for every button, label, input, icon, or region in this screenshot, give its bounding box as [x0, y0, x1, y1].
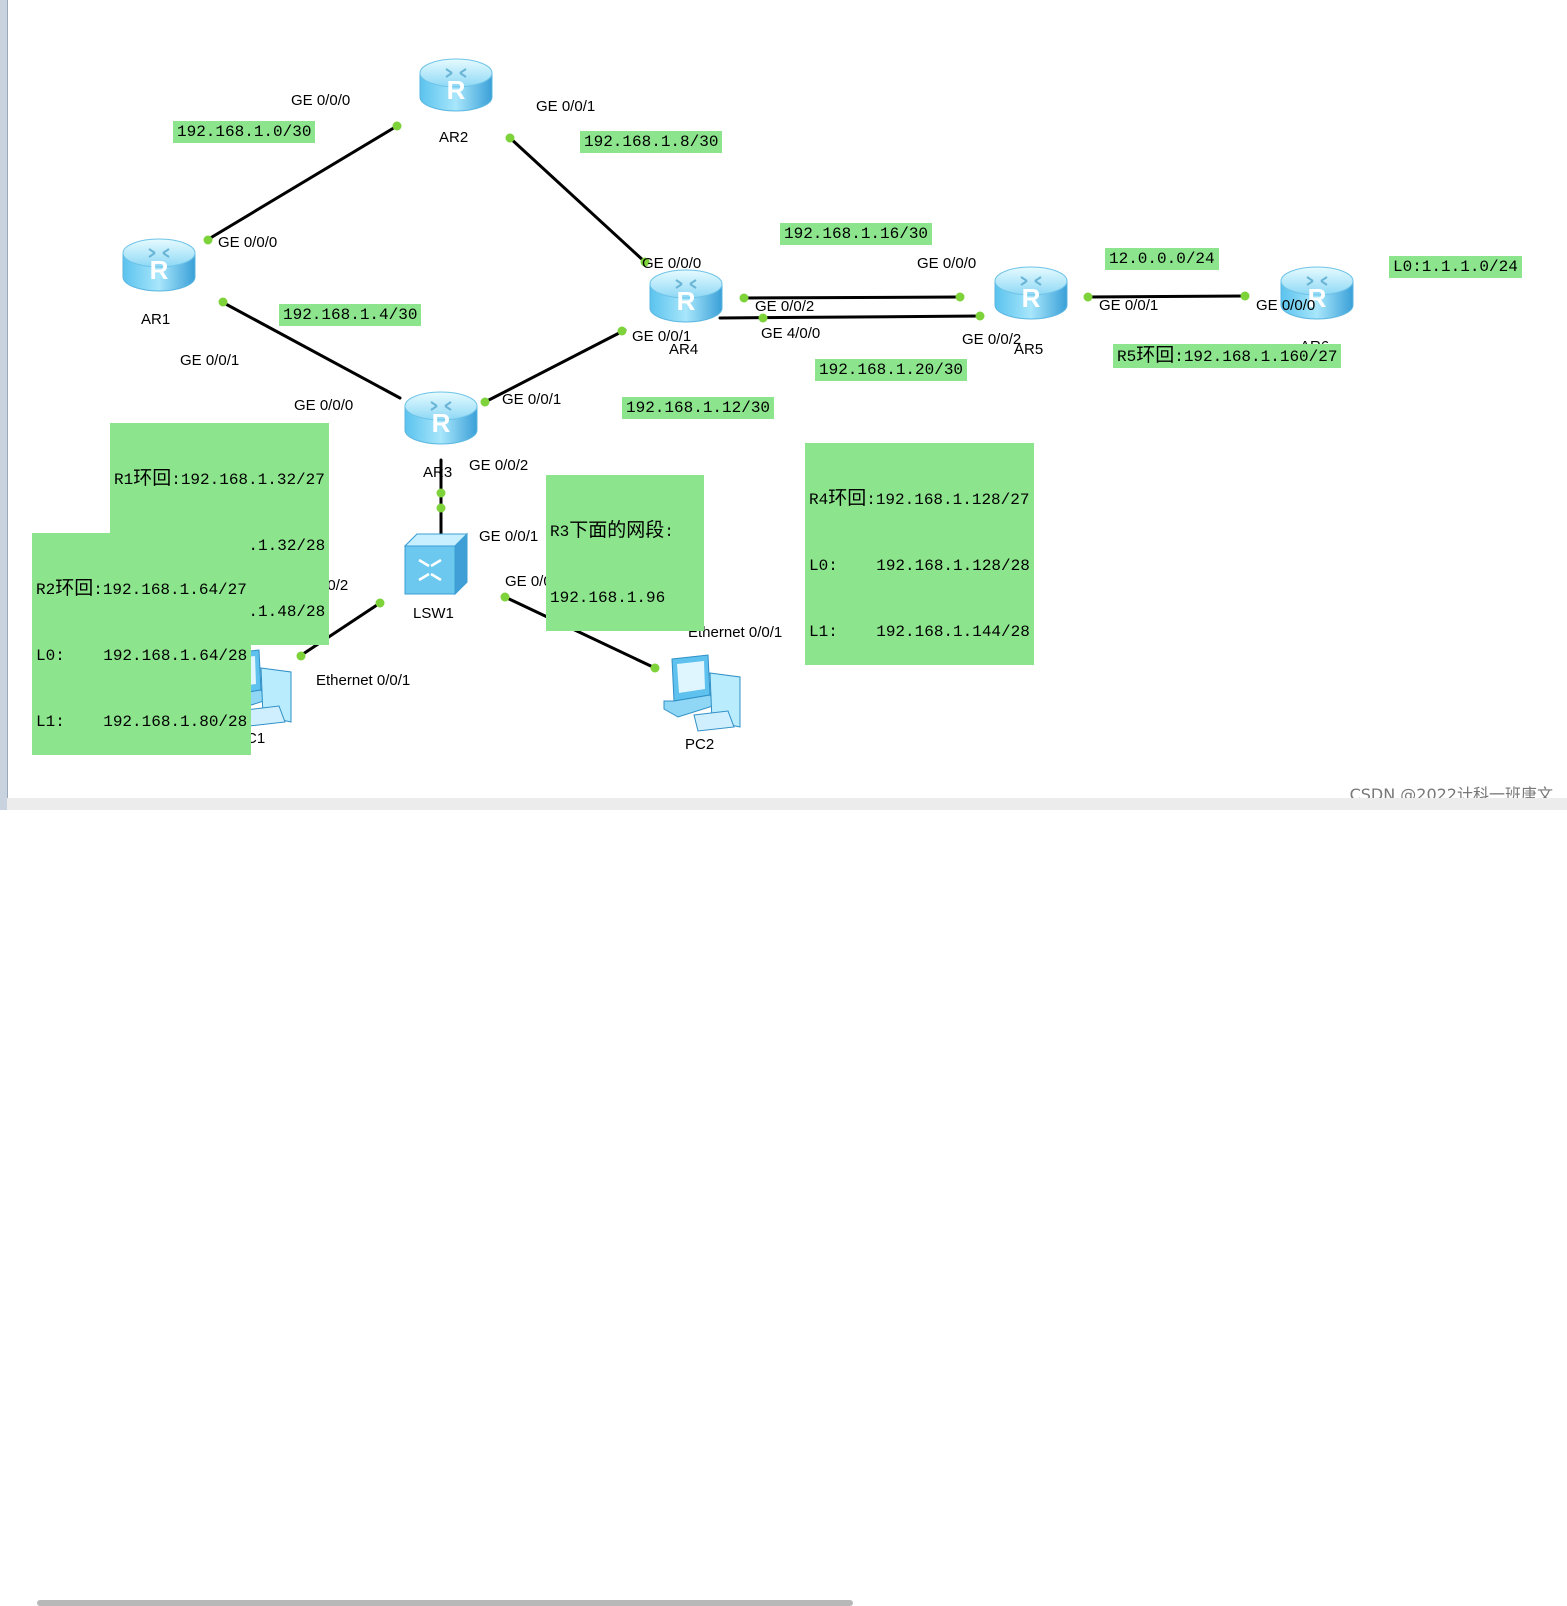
device-label-ar1: AR1	[141, 311, 171, 328]
port-label: GE 0/0/0	[294, 397, 354, 414]
subnet-label-ar5-ar6: 12.0.0.0/24	[1105, 248, 1219, 270]
r4-loopback-block: R4环回:192.168.1.128/27 L0: 192.168.1.128/…	[805, 443, 1034, 665]
port-label: GE 0/0/1	[1099, 297, 1159, 314]
window-left-border	[0, 0, 8, 810]
links	[205, 124, 1247, 670]
port-label: GE 4/0/0	[761, 325, 821, 342]
link-lsw1-pc1	[298, 601, 382, 658]
port-label: GE 0/0/0	[917, 255, 977, 272]
device-label-pc2: PC2	[685, 736, 715, 753]
horizontal-scrollbar[interactable]	[7, 798, 1567, 1606]
link-ar3-ar4	[483, 328, 627, 404]
topology-canvas: R	[122, 58, 1354, 732]
ar6-loopback-label: L0:1.1.1.0/24	[1389, 256, 1522, 278]
device-label-ar5: AR5	[1014, 341, 1044, 358]
r3-segment-block: R3下面的网段: 192.168.1.96	[546, 475, 704, 631]
port-label: Ethernet 0/0/1	[688, 624, 783, 641]
router-ar3-icon[interactable]	[404, 391, 478, 445]
subnet-label-ar4-ar5-b: 192.168.1.20/30	[815, 359, 968, 381]
port-label: GE 0/0/1	[632, 328, 692, 345]
port-label: GE 0/0/1	[536, 98, 596, 115]
port-label: GE 0/0/0	[218, 234, 278, 251]
link-ar4-ar5-a	[743, 295, 962, 300]
subnet-label-ar3-ar4: 192.168.1.12/30	[622, 397, 775, 419]
port-label: GE 0/0/2	[469, 457, 529, 474]
router-ar2-icon[interactable]	[419, 58, 493, 112]
link-ar1-ar2	[205, 124, 399, 242]
device-label-lsw1: LSW1	[413, 605, 454, 622]
device-label-ar3: AR3	[423, 464, 453, 481]
port-label: GE 0/0/1	[502, 391, 562, 408]
scrollbar-thumb[interactable]	[37, 1600, 853, 1606]
device-label-ar4: AR4	[669, 341, 699, 358]
link-ar1-ar3	[220, 300, 402, 400]
router-ar1-icon[interactable]	[122, 238, 196, 292]
port-label: GE 0/0/1	[180, 352, 240, 369]
subnet-label-ar2-ar4: 192.168.1.8/30	[580, 131, 723, 153]
subnet-label-ar4-ar5-a: 192.168.1.16/30	[780, 223, 933, 245]
switch-lsw1-icon[interactable]	[403, 532, 469, 596]
router-ar5-icon[interactable]	[994, 266, 1068, 320]
pc2-icon[interactable]	[663, 654, 741, 732]
port-label: GE 0/0/2	[962, 331, 1022, 348]
link-lsw1-pc2	[503, 595, 657, 670]
port-label: GE 0/0/1	[479, 528, 539, 545]
router-ar4-icon[interactable]	[649, 269, 723, 323]
port-label: GE 0/0/2	[755, 298, 815, 315]
port-dots	[203, 121, 1250, 673]
subnet-label-ar1-ar2: 192.168.1.0/30	[173, 121, 316, 143]
link-ar5-ar6	[1086, 294, 1247, 299]
port-label: GE 0/0/0	[1256, 297, 1316, 314]
link-ar2-ar4	[508, 136, 647, 264]
device-label-ar2: AR2	[439, 129, 469, 146]
r2-loopback-block: R2环回:192.168.1.64/27 L0: 192.168.1.64/28…	[32, 533, 252, 755]
port-label: GE 0/0/0	[642, 255, 702, 272]
port-label: GE 0/0/0	[291, 92, 351, 109]
port-label: Ethernet 0/0/1	[316, 672, 411, 689]
r5-loopback-label: R5环回:192.168.1.160/27	[1113, 344, 1342, 368]
subnet-label-ar1-ar3: 192.168.1.4/30	[279, 304, 422, 326]
